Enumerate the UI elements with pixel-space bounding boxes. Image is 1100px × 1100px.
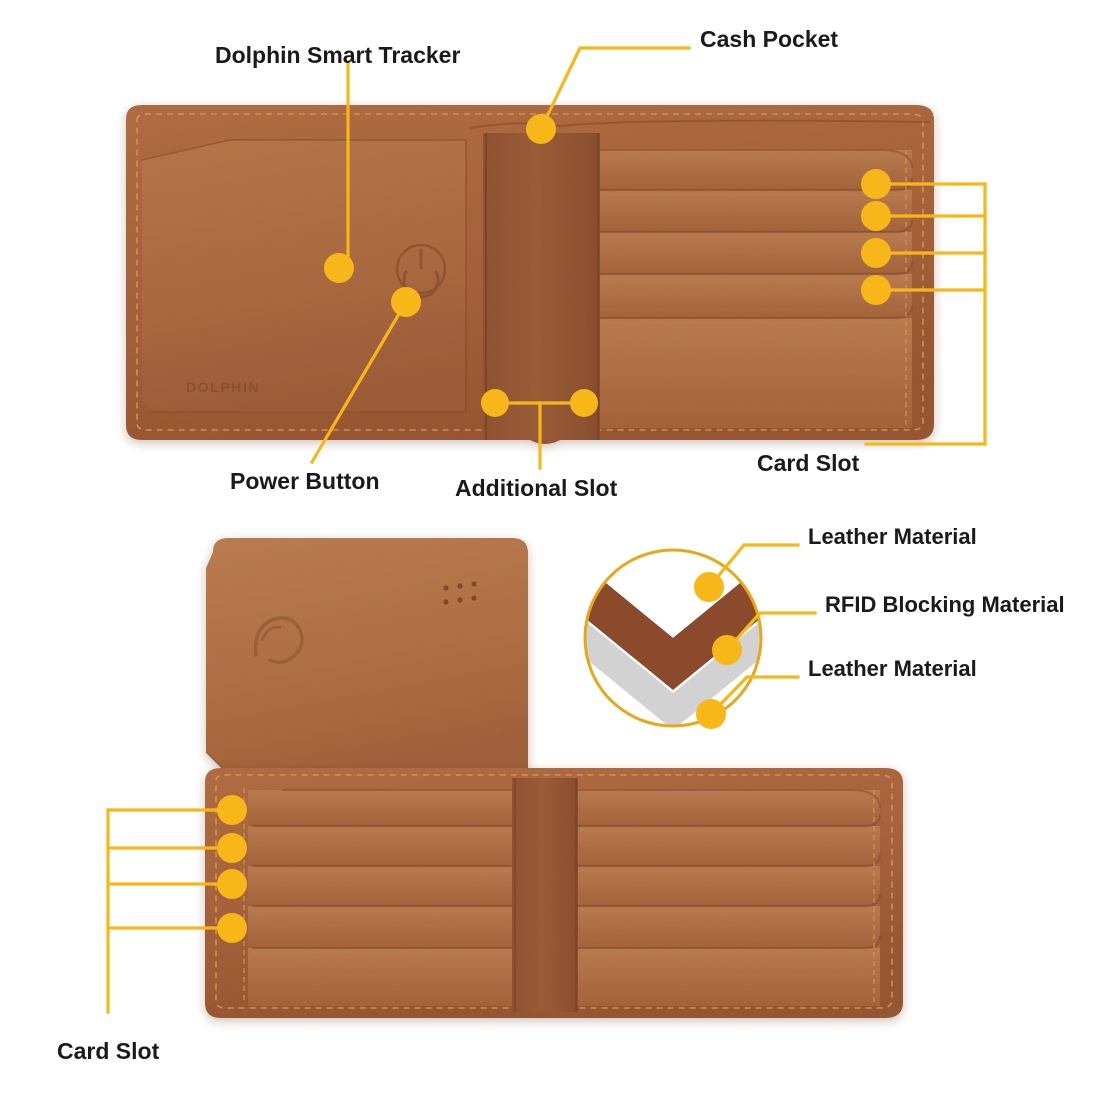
bottom-callout-lines — [106, 543, 817, 1014]
cash-pocket-dot — [526, 114, 556, 144]
label-dolphin-smart-tracker: Dolphin Smart Tracker — [215, 42, 461, 68]
rfid-blocking-dot — [712, 635, 742, 665]
top-callout-dots — [324, 114, 891, 417]
label-card-slot-bottom: Card Slot — [57, 1038, 160, 1064]
label-rfid-blocking-material: RFID Blocking Material — [825, 592, 1065, 617]
label-leather-material-bottom: Leather Material — [808, 656, 977, 681]
wallet-open-interior-bottom — [205, 768, 903, 1018]
brand-emboss: DOLPHIN — [186, 379, 260, 395]
card-slot-dot-4 — [217, 913, 247, 943]
additional-slot-left-dot — [481, 389, 509, 417]
bottom-callout-dots — [217, 572, 742, 943]
card-slot-dot-2 — [217, 833, 247, 863]
speaker-holes — [443, 581, 477, 605]
tracker-dot — [324, 253, 354, 283]
rfid-circle-outline — [583, 548, 763, 728]
rfid-leather-top-dot — [694, 572, 724, 602]
label-leather-material-top: Leather Material — [808, 524, 977, 549]
label-power-button: Power Button — [230, 468, 380, 494]
rfid-layer-diagram — [583, 548, 763, 728]
svg-text:DOLPHIN: DOLPHIN — [186, 379, 260, 395]
label-cash-pocket: Cash Pocket — [700, 26, 839, 52]
card-slot-dot-1 — [217, 795, 247, 825]
card-slot-stack-bottom-left — [248, 789, 512, 1006]
label-card-slot-top: Card Slot — [757, 450, 860, 476]
card-slot-dot-4 — [861, 275, 891, 305]
card-slot-dot-2 — [861, 201, 891, 231]
power-button-emboss — [395, 243, 447, 299]
card-slot-dot-3 — [861, 238, 891, 268]
card-slot-dot-3 — [217, 869, 247, 899]
top-callout-lines — [309, 46, 987, 470]
wallet-open-interior: DOLPHIN — [126, 105, 934, 444]
card-slot-dot-1 — [861, 169, 891, 199]
wallet-back-flap — [205, 538, 528, 779]
rfid-leather-bot-dot — [696, 699, 726, 729]
additional-slot-right-dot — [570, 389, 598, 417]
label-additional-slot: Additional Slot — [455, 475, 618, 501]
dolphin-logo-emboss — [253, 616, 304, 664]
rfid-blocking-layer — [585, 603, 761, 726]
card-slot-stack-bottom-right — [578, 789, 882, 1006]
power-button-dot — [391, 287, 421, 317]
